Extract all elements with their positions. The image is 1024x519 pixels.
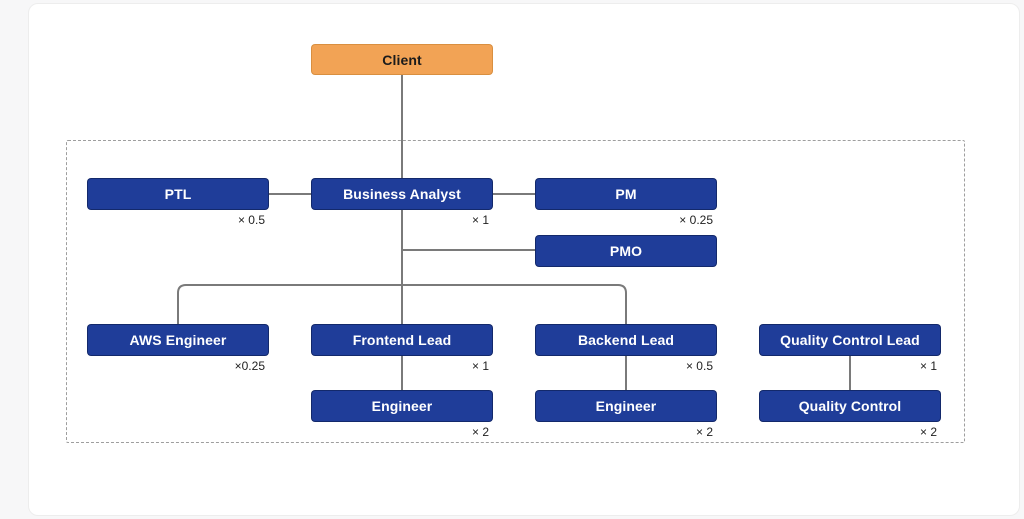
node-quality-control-lead-multiplier: × 1 — [919, 359, 937, 373]
node-business-analyst-box: Business Analyst — [311, 178, 493, 210]
node-frontend-lead-multiplier: × 1 — [471, 359, 489, 373]
node-client-box: Client — [311, 44, 493, 75]
node-backend-engineer: Engineer × 2 — [535, 390, 717, 439]
node-backend-engineer-box: Engineer — [535, 390, 717, 422]
node-quality-control: Quality Control × 2 — [759, 390, 941, 439]
node-pm: PM × 0.25 — [535, 178, 717, 227]
node-backend-engineer-multiplier: × 2 — [695, 425, 713, 439]
node-backend-lead-multiplier: × 0.5 — [685, 359, 713, 373]
node-business-analyst: Business Analyst × 1 — [311, 178, 493, 227]
node-pm-multiplier: × 0.25 — [679, 213, 713, 227]
node-ptl: PTL × 0.5 — [87, 178, 269, 227]
node-business-analyst-multiplier: × 1 — [471, 213, 489, 227]
node-aws-engineer-box: AWS Engineer — [87, 324, 269, 356]
node-frontend-engineer-multiplier: × 2 — [471, 425, 489, 439]
node-pm-box: PM — [535, 178, 717, 210]
node-backend-lead: Backend Lead × 0.5 — [535, 324, 717, 373]
team-boundary-frame — [66, 140, 965, 443]
node-frontend-engineer-box: Engineer — [311, 390, 493, 422]
node-quality-control-lead: Quality Control Lead × 1 — [759, 324, 941, 373]
node-ptl-box: PTL — [87, 178, 269, 210]
node-frontend-lead-box: Frontend Lead — [311, 324, 493, 356]
node-pmo-box: PMO — [535, 235, 717, 267]
node-frontend-engineer: Engineer × 2 — [311, 390, 493, 439]
node-quality-control-lead-box: Quality Control Lead — [759, 324, 941, 356]
node-aws-engineer-multiplier: ×0.25 — [234, 359, 265, 373]
node-client: Client — [311, 44, 493, 75]
node-quality-control-multiplier: × 2 — [919, 425, 937, 439]
canvas-card — [28, 3, 1020, 516]
node-aws-engineer: AWS Engineer ×0.25 — [87, 324, 269, 373]
node-frontend-lead: Frontend Lead × 1 — [311, 324, 493, 373]
node-pmo: PMO — [535, 235, 717, 267]
node-ptl-multiplier: × 0.5 — [237, 213, 265, 227]
node-backend-lead-box: Backend Lead — [535, 324, 717, 356]
node-quality-control-box: Quality Control — [759, 390, 941, 422]
